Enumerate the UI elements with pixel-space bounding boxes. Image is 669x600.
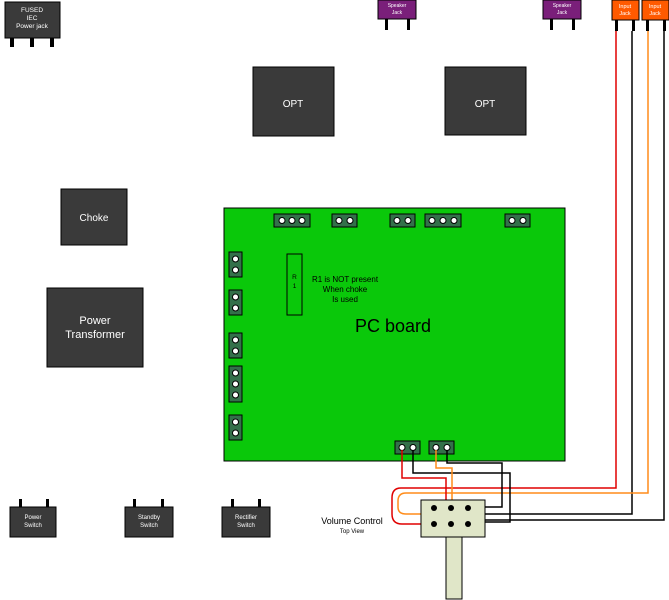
top-connector-3pin-1 bbox=[273, 213, 311, 228]
input-jack-2-line2: Jack bbox=[649, 11, 661, 17]
top-connector-2pin-3 bbox=[504, 213, 531, 228]
power-transformer: Power Transformer bbox=[46, 287, 144, 368]
top-connector-3pin-2 bbox=[424, 213, 462, 228]
speaker-jack-2-line1: Speaker bbox=[553, 3, 572, 9]
volume-shaft bbox=[445, 535, 463, 600]
r1-label-line2: 1 bbox=[293, 283, 297, 290]
pot-terminal bbox=[448, 521, 454, 527]
opt-right-label: OPT bbox=[475, 99, 496, 110]
bottom-connector-1 bbox=[394, 440, 421, 455]
rectifier-switch-line1: Rectifier bbox=[235, 515, 257, 521]
top-connector-2pin-1 bbox=[331, 213, 358, 228]
iec-label-line3: Power jack bbox=[16, 23, 49, 30]
power-switch-line2: Switch bbox=[24, 523, 42, 529]
rectifier-switch-line2: Switch bbox=[237, 523, 255, 529]
power-switch-line1: Power bbox=[24, 515, 41, 521]
r1-note-line3: Is used bbox=[332, 295, 358, 304]
choke: Choke bbox=[60, 188, 128, 246]
volume-sublabel: Top View bbox=[340, 529, 365, 535]
wire-red-input bbox=[391, 31, 617, 525]
r1-note-line1: R1 is NOT present bbox=[312, 275, 379, 284]
speaker-jack-2: Speaker Jack bbox=[542, 0, 582, 30]
wire-orange-pcb bbox=[435, 450, 453, 506]
opt-right: OPT bbox=[444, 66, 527, 136]
speaker-jack-1-line2: Jack bbox=[392, 10, 403, 16]
wire-black-pcb-1 bbox=[412, 450, 511, 523]
bottom-connector-2 bbox=[428, 440, 455, 455]
input-jack-2-line1: Input bbox=[649, 4, 662, 10]
standby-switch: Standby Switch bbox=[124, 499, 174, 538]
volume-pot-body bbox=[420, 499, 486, 538]
iec-label-line2: IEC bbox=[27, 15, 38, 22]
wire-black-input-2 bbox=[470, 31, 665, 521]
r1-label-line1: R bbox=[292, 274, 297, 281]
pot-terminal bbox=[465, 505, 471, 511]
choke-label: Choke bbox=[80, 213, 109, 224]
transformer-label-line1: Power bbox=[79, 315, 111, 327]
volume-control: Volume Control Top View bbox=[321, 499, 486, 600]
wire-orange-input bbox=[397, 31, 649, 515]
wiring bbox=[391, 31, 665, 525]
opt-left-label: OPT bbox=[283, 99, 304, 110]
speaker-jack-1-line1: Speaker bbox=[388, 3, 407, 9]
r1-note-line2: When choke bbox=[323, 285, 368, 294]
input-jack-1-line1: Input bbox=[619, 4, 632, 10]
wire-black-input-1 bbox=[466, 31, 633, 515]
transformer-label-line2: Transformer bbox=[65, 329, 125, 341]
pot-terminal bbox=[448, 505, 454, 511]
left-connector-4 bbox=[228, 365, 243, 403]
speaker-jack-2-line2: Jack bbox=[557, 10, 568, 16]
standby-switch-line2: Switch bbox=[140, 523, 158, 529]
volume-label: Volume Control bbox=[321, 516, 383, 526]
input-jack-2: Input Jack bbox=[641, 0, 669, 31]
speaker-jack-1: Speaker Jack bbox=[377, 0, 417, 30]
left-connector-1 bbox=[228, 251, 243, 278]
pc-board: PC board R 1 R1 is NOT present When chok… bbox=[223, 207, 566, 462]
iec-label-line1: FUSED bbox=[21, 7, 43, 14]
rectifier-switch: Rectifier Switch bbox=[221, 499, 271, 538]
pot-terminal bbox=[431, 505, 437, 511]
opt-left: OPT bbox=[252, 66, 335, 137]
power-switch: Power Switch bbox=[9, 499, 57, 538]
pot-terminal bbox=[465, 521, 471, 527]
standby-switch-line1: Standby bbox=[138, 515, 160, 521]
pot-terminal bbox=[431, 521, 437, 527]
pc-board-title: PC board bbox=[355, 316, 431, 336]
left-connector-3 bbox=[228, 332, 243, 359]
input-jack-1-line2: Jack bbox=[619, 11, 631, 17]
top-connector-2pin-2 bbox=[389, 213, 416, 228]
iec-power-jack: FUSED IEC Power jack bbox=[4, 1, 61, 47]
left-connector-5 bbox=[228, 414, 243, 441]
input-jack-1: Input Jack bbox=[611, 0, 640, 31]
resistor-r1 bbox=[286, 253, 303, 316]
left-connector-2 bbox=[228, 289, 243, 316]
wire-black-pcb-2 bbox=[446, 450, 503, 508]
